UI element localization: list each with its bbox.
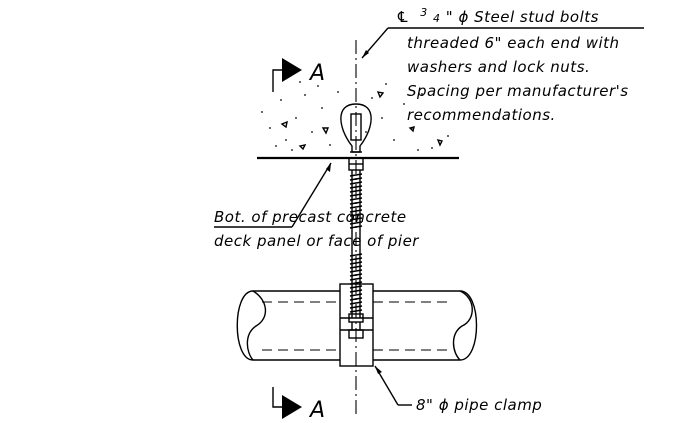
stud-bolt-line1: ℄ 3 4 " ϕ Steel stud bolts — [396, 2, 599, 26]
pipe — [236, 290, 478, 361]
threaded-stud-bolt — [349, 170, 363, 318]
concrete-stipple — [261, 81, 449, 151]
section-arrow-icon — [282, 395, 302, 419]
section-letter-bottom: A — [308, 398, 325, 423]
stud-bolt-anchor — [340, 103, 372, 153]
stud-bolt-callout: ℄ 3 4 " ϕ Steel stud bolts threaded 6" e… — [396, 2, 629, 124]
section-marker-top: A — [272, 58, 325, 92]
leader-stud-bolt — [361, 27, 644, 59]
pipe-clamp — [339, 283, 374, 367]
deck-panel-line2: deck panel or face of pier — [214, 232, 419, 250]
stud-bolt-line3: washers and lock nuts. — [407, 58, 590, 76]
deck-panel-callout: Bot. of precast concrete deck panel or f… — [214, 208, 419, 250]
leader-deck-panel — [214, 162, 332, 228]
section-letter-top: A — [308, 61, 325, 86]
stud-bolt-line5: recommendations. — [407, 106, 556, 124]
centerline-symbol: ℄ — [396, 8, 410, 26]
section-arrow-icon — [282, 58, 302, 82]
stud-bolt-line2: threaded 6" each end with — [407, 34, 620, 52]
section-marker-bottom: A — [272, 387, 325, 423]
pipe-clamp-callout: 8" ϕ pipe clamp — [416, 396, 542, 414]
deck-panel-line1: Bot. of precast concrete — [214, 208, 407, 226]
leader-pipe-clamp — [374, 365, 412, 406]
stud-bolt-line4: Spacing per manufacturer's — [407, 82, 629, 100]
